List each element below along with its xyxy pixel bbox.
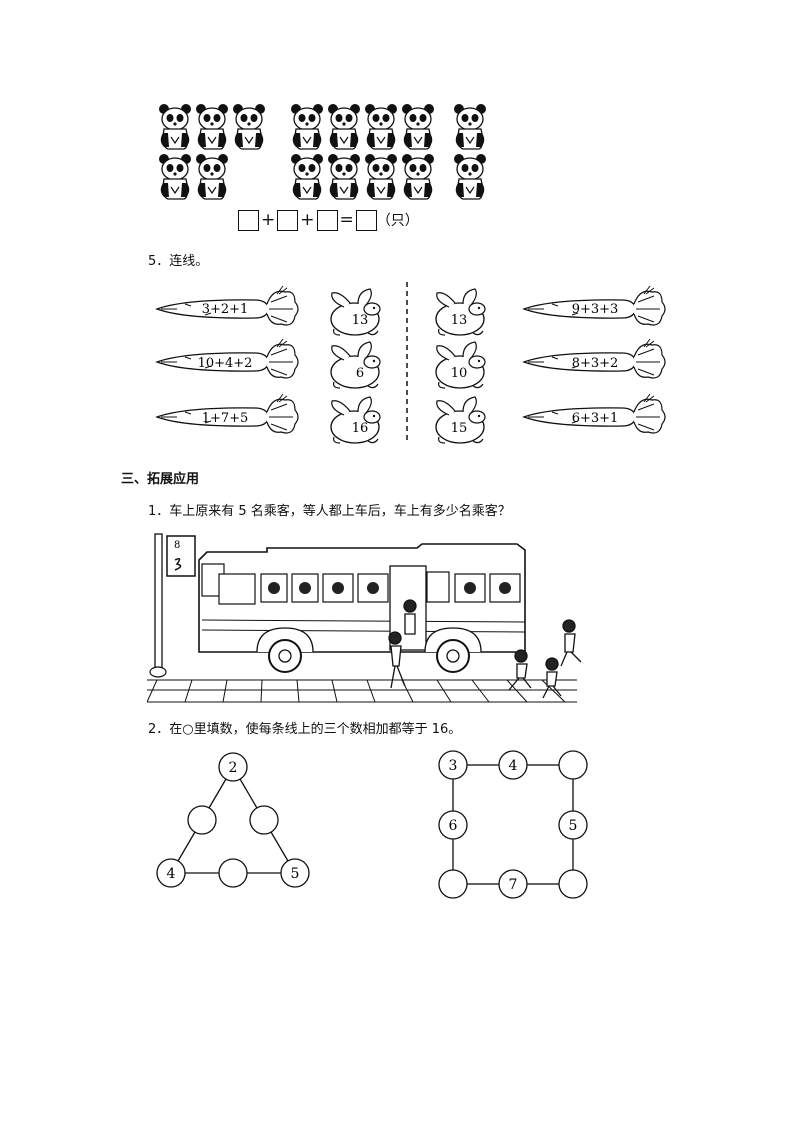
- rabbit-number: 6: [356, 366, 364, 381]
- number-circle: [438, 810, 468, 840]
- number-circle: [156, 858, 186, 888]
- answer-box[interactable]: [238, 209, 259, 231]
- carrot-expression: 10+4+2: [198, 356, 253, 371]
- rabbit-number: 13: [352, 313, 369, 328]
- answer-box[interactable]: [355, 209, 377, 231]
- panda: [402, 154, 434, 200]
- question-5-title: 5．连线。: [148, 254, 209, 269]
- panda: [159, 154, 191, 200]
- square-right-mid-number: 5: [569, 818, 578, 834]
- panda: [291, 104, 323, 150]
- bus-wheel: [424, 627, 482, 673]
- rabbit[interactable]: [330, 341, 381, 389]
- panda-picture: [159, 104, 486, 200]
- panda: [233, 104, 265, 150]
- carrot-expression: 3+2+1: [202, 302, 249, 317]
- number-circle: [438, 750, 468, 780]
- carrot-expression: 9+3+3: [572, 302, 619, 317]
- triangle-top-number: 2: [229, 760, 238, 776]
- number-circle: [498, 750, 528, 780]
- equals-sign: =: [339, 210, 354, 230]
- number-circle: [558, 810, 588, 840]
- rabbit-number: 13: [451, 313, 468, 328]
- blank-circle[interactable]: [438, 869, 468, 899]
- blank-circle[interactable]: [249, 805, 279, 835]
- answer-box[interactable]: [316, 209, 338, 231]
- rabbit-number: 16: [352, 421, 369, 436]
- road-grid: [147, 679, 577, 703]
- bus-stop-number: 8: [174, 540, 180, 551]
- panda: [454, 154, 486, 200]
- square-bottom-mid-number: 7: [509, 877, 518, 893]
- bus-stop-sign: [166, 535, 196, 577]
- matching-exercise: 3+2+1 10+4+2 1+7+5 13 6 16 13 10 15 9+3+…: [156, 282, 666, 444]
- panda: [159, 104, 191, 150]
- rabbit[interactable]: [330, 288, 381, 336]
- carrot-expression: 8+3+2: [572, 356, 619, 371]
- bus-stop-illustration: 8: [147, 533, 582, 703]
- rabbit-number: 10: [451, 366, 468, 381]
- square-top-left-number: 3: [449, 758, 458, 774]
- question-1-text: 1．车上原来有 5 名乘客，等人都上车后，车上有多少名乘客？: [148, 504, 511, 519]
- passenger-figures: [388, 599, 582, 699]
- panda: [328, 104, 360, 150]
- carrot-expression: 6+3+1: [572, 411, 619, 426]
- plus-sign: +: [261, 210, 276, 230]
- rabbit[interactable]: [330, 396, 381, 444]
- question-2-text: 2．在○里填数，使每条线上的三个数相加都等于 16。: [148, 722, 462, 737]
- plus-sign: +: [300, 210, 315, 230]
- square-left-mid-number: 6: [449, 818, 458, 834]
- rabbit[interactable]: [435, 396, 486, 444]
- panda: [365, 104, 397, 150]
- blank-circle[interactable]: [558, 869, 588, 899]
- unit-label: （只）: [376, 213, 419, 229]
- answer-box[interactable]: [277, 209, 299, 231]
- panda: [196, 104, 228, 150]
- triangle-right-number: 5: [291, 866, 300, 882]
- panda: [328, 154, 360, 200]
- panda: [291, 154, 323, 200]
- blank-circle[interactable]: [187, 805, 217, 835]
- number-circle: [280, 858, 310, 888]
- rabbit-number: 15: [451, 421, 468, 436]
- number-circle: [498, 869, 528, 899]
- panda: [365, 154, 397, 200]
- panda: [196, 154, 228, 200]
- rabbit[interactable]: [435, 341, 486, 389]
- number-puzzles: 2 4 5 3 4 6 5 7: [156, 750, 588, 899]
- carrot-expression: 1+7+5: [202, 411, 249, 426]
- panda: [454, 104, 486, 150]
- rabbit[interactable]: [435, 288, 486, 336]
- bus-wheel: [256, 627, 314, 673]
- square-top-mid-number: 4: [509, 758, 518, 774]
- blank-circle[interactable]: [218, 858, 248, 888]
- panda-equation: + + = （只）: [238, 208, 419, 232]
- panda: [402, 104, 434, 150]
- bus-stop-pole: [154, 533, 163, 677]
- triangle-left-number: 4: [167, 866, 176, 882]
- number-circle: [218, 752, 248, 782]
- blank-circle[interactable]: [558, 750, 588, 780]
- section-heading: 三、拓展应用: [121, 472, 200, 487]
